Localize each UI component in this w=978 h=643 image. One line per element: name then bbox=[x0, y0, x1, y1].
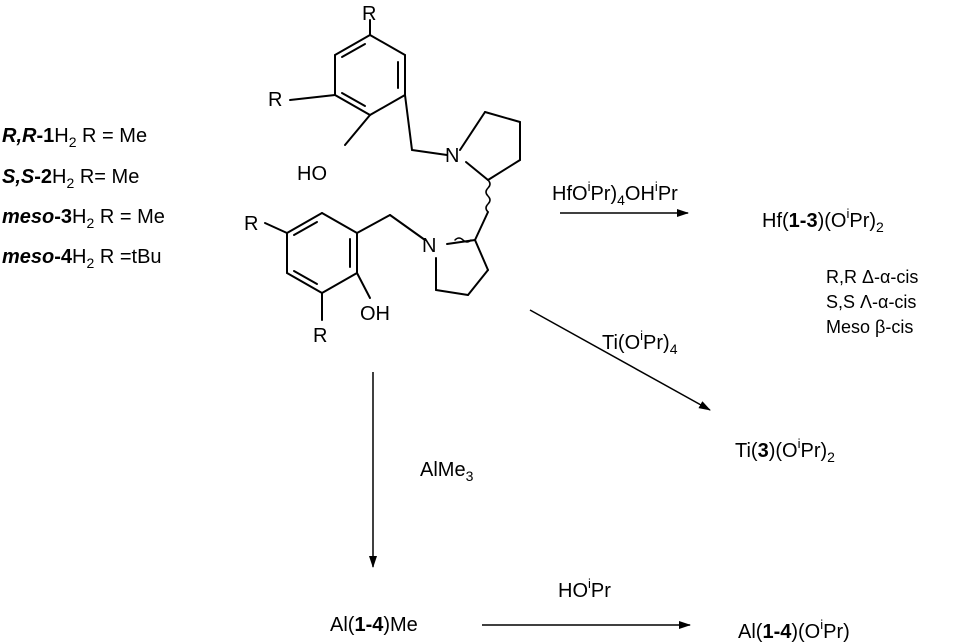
ligand-h-sub: 2 bbox=[86, 255, 95, 271]
hydroxyl-top: HO bbox=[297, 163, 327, 185]
ti-reagent-label: Ti(OiPr)4 bbox=[602, 325, 678, 360]
sub: 2 bbox=[876, 219, 884, 235]
text: )(O bbox=[817, 210, 847, 232]
r-substituent-lower-left: R bbox=[244, 213, 258, 235]
text: Pr) bbox=[800, 440, 828, 462]
compound-number: 1-4 bbox=[762, 621, 792, 643]
ligand-r-text: R= Me bbox=[74, 166, 140, 188]
sub: 3 bbox=[465, 468, 474, 484]
ligand-stereo: meso bbox=[2, 246, 55, 268]
text: HfO bbox=[552, 183, 588, 205]
ligand-h: H bbox=[54, 125, 69, 147]
sup: i bbox=[654, 179, 658, 194]
al-final-product-label: Al(1-4)(OiPr) bbox=[738, 614, 850, 643]
ligand-h: H bbox=[72, 246, 87, 268]
text: )(O bbox=[768, 440, 798, 462]
ligand-label-3: meso-3H2 R = Me bbox=[2, 206, 165, 231]
al-reagent-label: AlMe3 bbox=[420, 459, 473, 487]
top-phenol-ring bbox=[289, 19, 448, 156]
text: Al( bbox=[738, 621, 763, 643]
sub: 4 bbox=[669, 341, 678, 357]
r-substituent-bottom: R bbox=[313, 325, 327, 347]
ligand-number: 2 bbox=[40, 166, 53, 188]
text: OH bbox=[624, 183, 655, 205]
ti-product-label: Ti(3)(OiPr)2 bbox=[735, 433, 835, 468]
ligand-structure bbox=[264, 19, 521, 321]
ligand-h: H bbox=[52, 166, 67, 188]
text: Pr) bbox=[849, 210, 877, 232]
al-product-label: Al(1-4)Me bbox=[330, 614, 418, 636]
arrow-to-ti bbox=[529, 309, 711, 411]
top-pyrrolidine-ring bbox=[459, 111, 521, 181]
text: Pr bbox=[657, 183, 678, 205]
hf-reagent-label: HfOiPr)4OHiPr bbox=[552, 176, 678, 211]
wavy-bond-bottom bbox=[454, 237, 472, 243]
sub: 4 bbox=[617, 192, 625, 208]
hf-isomer-2: S,S Λ-α-cis bbox=[826, 292, 917, 312]
text: Pr bbox=[590, 580, 611, 602]
hf-isomer-1: R,R Δ-α-cis bbox=[826, 267, 919, 287]
ligand-label-2: S,S-2H2 R= Me bbox=[2, 166, 140, 191]
ligand-r-text: R =tBu bbox=[94, 246, 162, 268]
r-substituent-upper-left: R bbox=[268, 89, 282, 111]
nitrogen-top: N bbox=[445, 145, 459, 167]
text: )Me bbox=[383, 614, 418, 636]
r-substituent-top: R bbox=[362, 3, 376, 25]
sup: i bbox=[820, 617, 824, 632]
text: Pr) bbox=[590, 183, 618, 205]
ligand-number: 3 bbox=[60, 206, 73, 228]
ligand-label-1: R,R-1H2 R = Me bbox=[2, 125, 148, 150]
compound-number: 1-4 bbox=[354, 614, 384, 636]
ligand-stereo: S,S bbox=[2, 166, 35, 188]
bottom-phenol-ring bbox=[264, 212, 426, 321]
nitrogen-bottom: N bbox=[422, 235, 436, 257]
text: Pr) bbox=[823, 621, 850, 643]
ligand-h-sub: 2 bbox=[66, 175, 75, 191]
ligand-stereo: R,R bbox=[2, 125, 37, 147]
text: Hf( bbox=[762, 210, 789, 232]
text: Ti( bbox=[735, 440, 758, 462]
text: AlMe bbox=[420, 459, 466, 481]
ligand-h: H bbox=[72, 206, 87, 228]
text: Pr) bbox=[643, 332, 670, 354]
sup: i bbox=[640, 328, 644, 343]
text: Al( bbox=[330, 614, 355, 636]
ligand-h-sub: 2 bbox=[86, 215, 95, 231]
text: )(O bbox=[791, 621, 821, 643]
ligand-number: 4 bbox=[60, 246, 73, 268]
sup: i bbox=[587, 179, 591, 194]
ligand-label-4: meso-4H2 R =tBu bbox=[2, 246, 162, 271]
ligand-stereo: meso bbox=[2, 206, 55, 228]
ligand-h-sub: 2 bbox=[68, 134, 77, 150]
sub: 2 bbox=[827, 449, 835, 465]
sup: i bbox=[588, 576, 591, 591]
hf-product-label: Hf(1-3)(OiPr)2 bbox=[762, 203, 884, 238]
compound-number: 3 bbox=[757, 440, 769, 462]
ligand-r-text: R = Me bbox=[76, 125, 148, 147]
sup: i bbox=[846, 206, 850, 221]
ring-link-bond bbox=[474, 211, 489, 241]
hopr-reagent-label: HOiPr bbox=[558, 573, 611, 602]
sup: i bbox=[797, 436, 801, 451]
compound-number: 1-3 bbox=[788, 210, 818, 232]
ligand-r-text: R = Me bbox=[94, 206, 165, 228]
wavy-bond-top bbox=[485, 179, 491, 213]
hf-isomer-3: Meso β-cis bbox=[826, 317, 914, 337]
text: Ti(O bbox=[602, 332, 641, 354]
bottom-pyrrolidine-ring bbox=[435, 239, 489, 296]
text: HO bbox=[558, 580, 588, 602]
hydroxyl-bottom: OH bbox=[360, 303, 390, 325]
ligand-number: 1 bbox=[43, 125, 55, 147]
